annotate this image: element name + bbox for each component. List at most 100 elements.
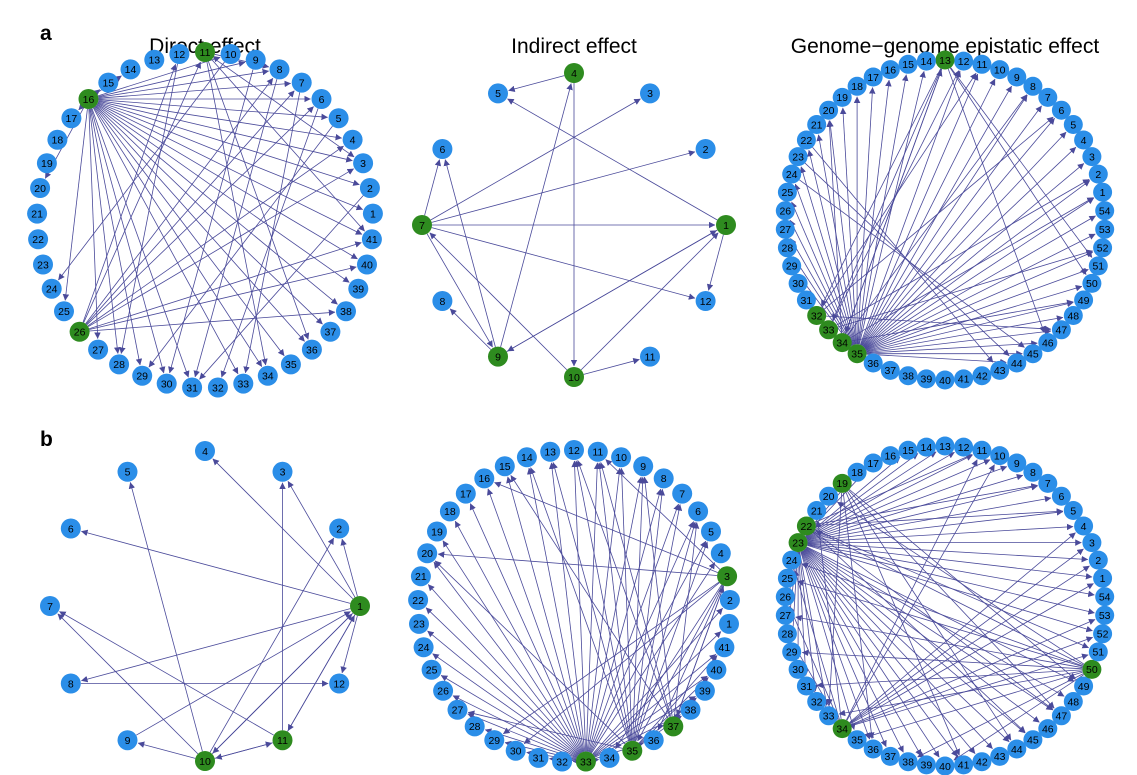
node-22: 22 — [796, 130, 816, 150]
node-7: 7 — [1038, 473, 1058, 493]
node-34: 34 — [832, 333, 852, 353]
node-label: 8 — [277, 64, 283, 76]
node-16: 16 — [880, 60, 900, 80]
node-label: 11 — [976, 59, 987, 71]
node-label: 33 — [823, 325, 835, 337]
node-circle — [916, 437, 936, 457]
edge-33-to-13 — [548, 462, 586, 752]
node-18: 18 — [439, 501, 460, 522]
edge-16-to-35 — [94, 106, 285, 356]
node-circle — [847, 730, 867, 750]
node-circle — [972, 752, 992, 772]
node-label: 26 — [437, 686, 449, 698]
edge-26-to-3 — [87, 168, 354, 328]
node-circle — [863, 67, 883, 87]
edge-35-to-23 — [799, 166, 855, 345]
edge-11-to-41 — [211, 59, 365, 232]
edge-23-to-43 — [804, 549, 993, 749]
edge-33-to-25 — [440, 675, 578, 757]
node-circle — [552, 751, 573, 772]
node-1: 1 — [362, 203, 383, 224]
node-label: 19 — [431, 526, 443, 538]
node-circle — [432, 139, 453, 159]
edge-3-to-11 — [605, 459, 721, 570]
node-label: 35 — [285, 359, 297, 371]
edge-16-to-33 — [92, 107, 239, 375]
node-circle — [1088, 256, 1108, 276]
edge-35-to-48 — [866, 315, 1064, 353]
node-circle — [796, 130, 816, 150]
edge-50-to-33 — [838, 670, 1083, 717]
edge-9-to-6 — [443, 159, 496, 348]
node-label: 20 — [34, 183, 46, 195]
edge-37-to-11 — [599, 462, 671, 717]
node-41: 41 — [954, 755, 974, 775]
edge-7-to-3 — [430, 98, 641, 221]
edge-7-to-9 — [426, 233, 493, 348]
edge-34-to-20 — [826, 120, 842, 334]
node-4: 4 — [1074, 516, 1094, 536]
node-29: 29 — [484, 730, 505, 751]
node-circle — [719, 590, 740, 610]
node-6: 6 — [60, 518, 81, 539]
node-label: 40 — [939, 375, 951, 387]
edge-32-to-6 — [823, 116, 1054, 310]
node-label: 5 — [336, 113, 342, 125]
node-34: 34 — [832, 719, 852, 739]
node-label: 24 — [786, 169, 798, 181]
node-label: 15 — [102, 77, 114, 89]
node-29: 29 — [132, 365, 153, 386]
node-circle — [362, 203, 383, 224]
node-41: 41 — [361, 229, 382, 250]
node-circle — [433, 680, 454, 701]
node-26: 26 — [775, 587, 795, 607]
node-19: 19 — [36, 153, 57, 174]
node-circle — [990, 446, 1010, 466]
node-circle — [1007, 453, 1027, 473]
edge-16-to-37 — [95, 105, 323, 325]
node-47: 47 — [1051, 706, 1071, 726]
edge-layer — [57, 458, 358, 760]
edge-35-to-13 — [551, 462, 631, 742]
node-6: 6 — [1051, 100, 1071, 120]
node-circle — [348, 278, 369, 299]
node-circle — [880, 60, 900, 80]
node-circle — [710, 543, 731, 564]
node-21: 21 — [807, 115, 827, 134]
node-27: 27 — [775, 219, 795, 239]
node-label: 38 — [902, 371, 914, 383]
node-circle — [1051, 486, 1071, 506]
node-circle — [409, 613, 429, 634]
node-label: 15 — [499, 461, 511, 473]
edge-26-to-8 — [85, 77, 274, 325]
node-circle — [1023, 76, 1043, 96]
edge-16-to-7 — [98, 80, 292, 99]
node-label: 31 — [801, 295, 813, 307]
node-label: 27 — [779, 224, 791, 236]
edge-34-to-53 — [850, 618, 1096, 726]
node-label: 34 — [836, 723, 848, 735]
node-circle — [1082, 147, 1102, 167]
node-label: 32 — [811, 696, 823, 708]
edge-6-to-32 — [220, 108, 319, 378]
edge-19-to-44 — [847, 491, 1012, 741]
node-label: 1 — [357, 601, 363, 613]
edge-16-to-15 — [93, 89, 101, 97]
node-circle — [640, 83, 660, 104]
edge-33-to-12 — [832, 70, 960, 322]
node-37: 37 — [663, 716, 684, 737]
node-label: 9 — [253, 55, 259, 67]
edge-16-to-4 — [98, 100, 343, 141]
node-2: 2 — [1088, 164, 1108, 184]
node-circle — [782, 164, 802, 184]
node-8: 8 — [1023, 76, 1043, 96]
edge-16-to-36 — [94, 106, 305, 342]
node-layer: 1234567891011121314151617181920212223242… — [775, 50, 1115, 390]
node-26: 26 — [69, 321, 90, 342]
node-19: 19 — [427, 521, 447, 542]
node-circle — [301, 339, 322, 360]
node-5: 5 — [1063, 501, 1083, 520]
node-17: 17 — [455, 483, 476, 504]
edge-33-to-41 — [593, 653, 717, 756]
node-circle — [819, 320, 839, 340]
